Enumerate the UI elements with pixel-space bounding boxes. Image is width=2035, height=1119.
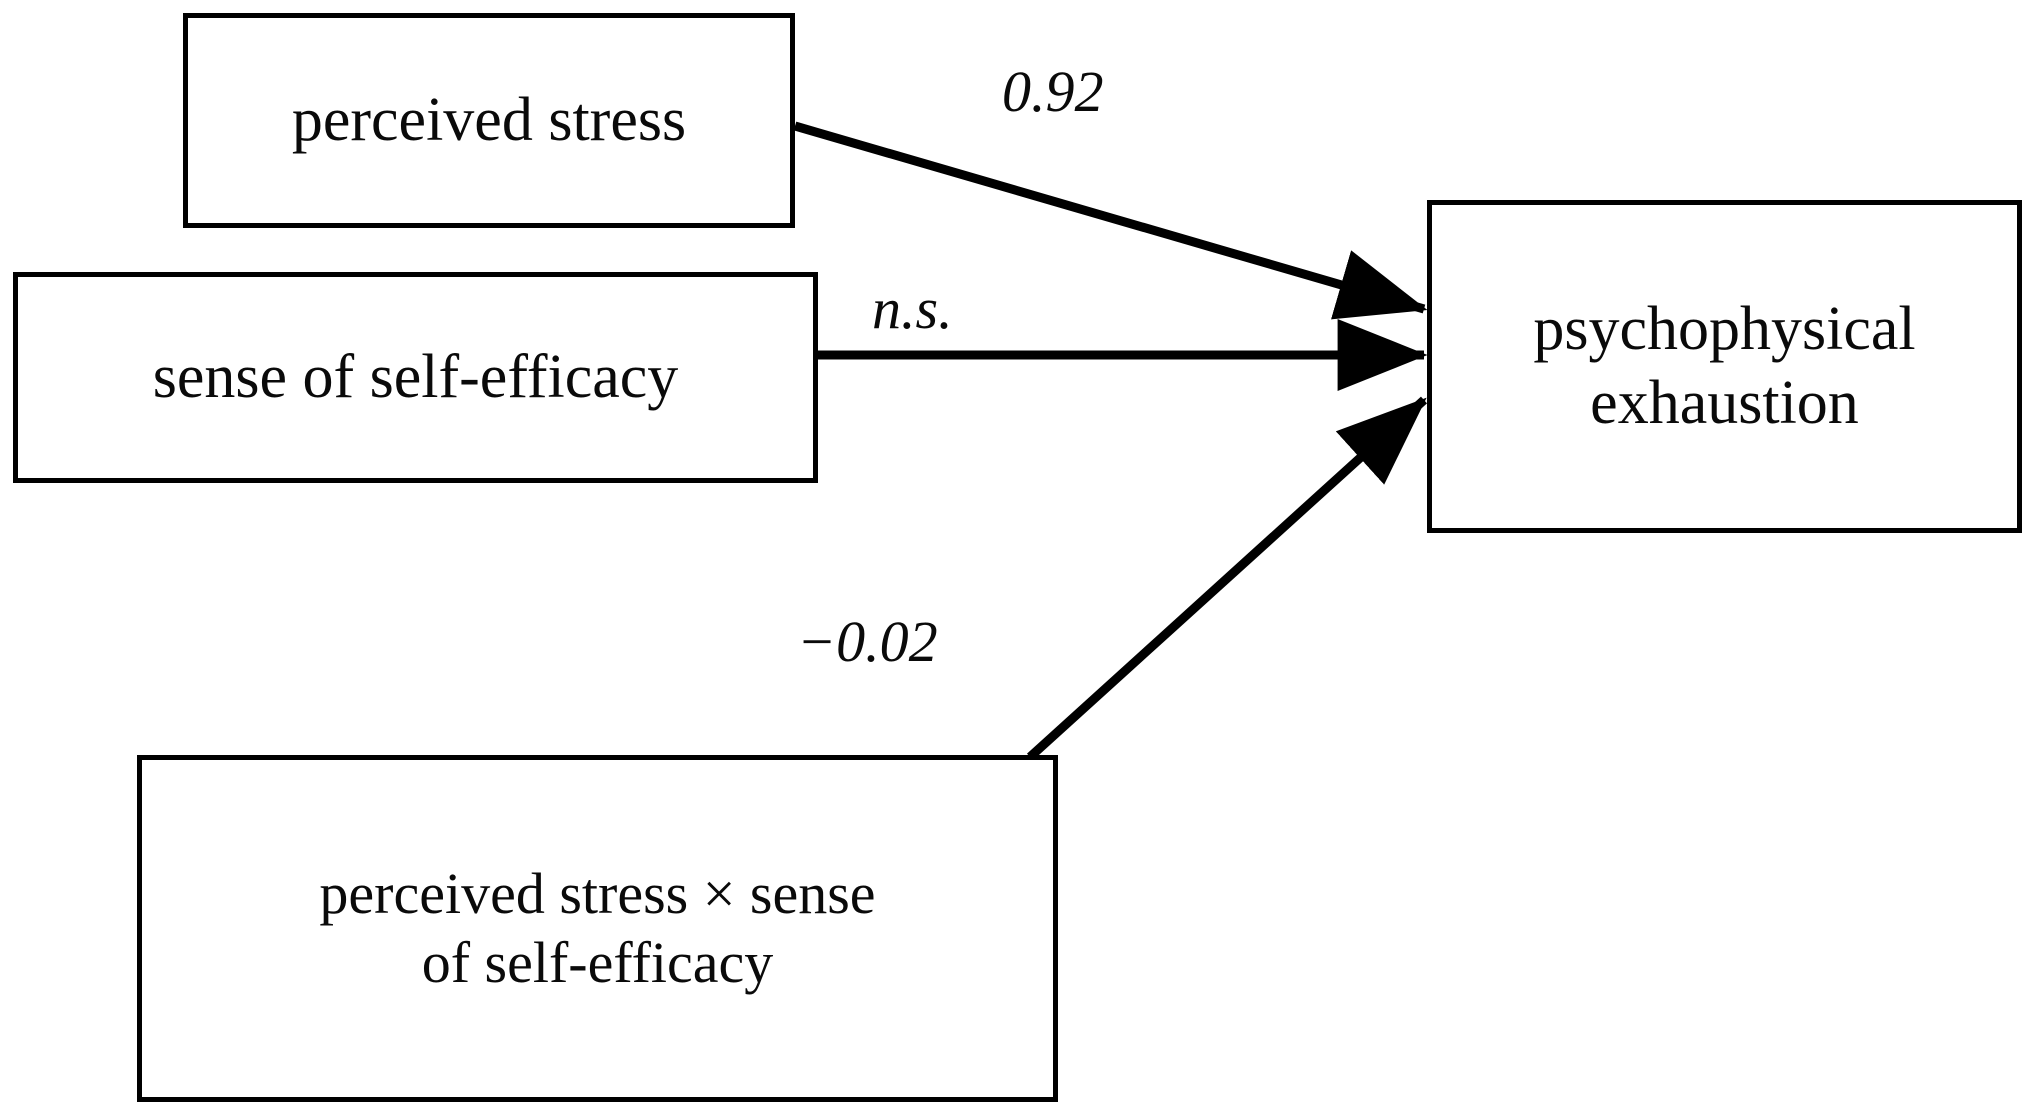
edge-label-perceived-stress-coefficient: 0.92 (1002, 59, 1104, 124)
edge-label-self-efficacy-significance: n.s. (872, 276, 953, 341)
node-interaction-term-label: perceived stress × sense of self-efficac… (319, 861, 876, 995)
node-sense-of-self-efficacy: sense of self-efficacy (13, 272, 818, 483)
node-sense-of-self-efficacy-label: sense of self-efficacy (152, 342, 679, 411)
edge-perceived-stress-to-exhaustion (793, 121, 1428, 320)
node-perceived-stress: perceived stress (183, 13, 795, 228)
node-psychophysical-exhaustion: psychophysical exhaustion (1427, 200, 2022, 533)
edge-label-interaction-coefficient: −0.02 (797, 609, 938, 674)
node-perceived-stress-label: perceived stress (291, 85, 687, 154)
node-psychophysical-exhaustion-label: psychophysical exhaustion (1533, 295, 1916, 437)
edge-interaction-to-exhaustion (1026, 396, 1428, 761)
node-interaction-term: perceived stress × sense of self-efficac… (137, 755, 1058, 1102)
